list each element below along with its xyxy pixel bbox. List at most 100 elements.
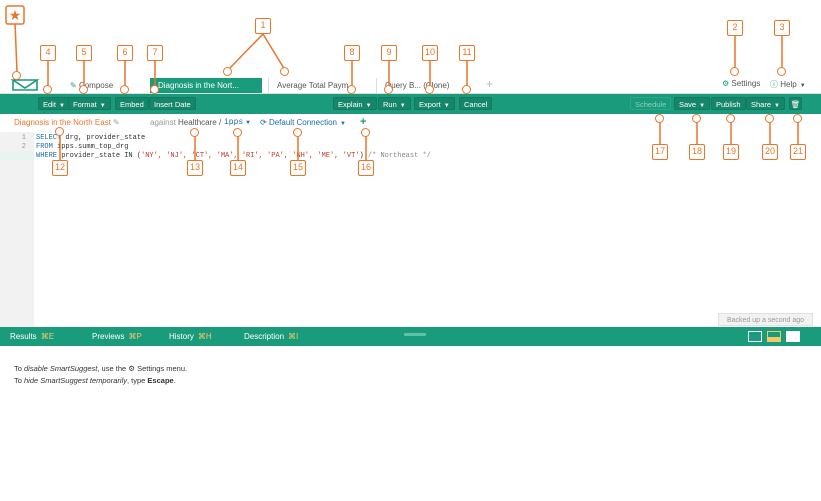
chevron-down-icon: ▼ xyxy=(339,121,346,127)
callout-2: 2 xyxy=(727,20,743,36)
export-button[interactable]: Export▼ xyxy=(414,97,455,110)
info-icon: ⓘ xyxy=(770,80,778,89)
save-button[interactable]: Save▼ xyxy=(674,97,711,110)
callout-19: 19 xyxy=(723,144,739,160)
line-number-gutter: 1 2 3 xyxy=(0,132,34,327)
code-line[interactable]: SELECT drg, provider_state xyxy=(36,134,146,142)
callout-18: 18 xyxy=(689,144,705,160)
callout-dot xyxy=(425,85,434,94)
chevron-down-icon: ▼ xyxy=(399,103,406,109)
callout-4: 4 xyxy=(40,45,56,61)
delete-button[interactable]: 🗑 xyxy=(789,97,802,110)
schema-selector[interactable]: ipps▼ xyxy=(224,118,250,127)
results-bar xyxy=(0,327,821,346)
callout-dot xyxy=(777,67,786,76)
star-icon: ★ xyxy=(5,5,25,25)
editor-header xyxy=(0,114,821,132)
code-line[interactable]: WHERE provider_state IN ('NY', 'NJ', 'CT… xyxy=(36,152,431,160)
callout-11: 11 xyxy=(459,45,475,61)
callout-dot xyxy=(293,128,302,137)
trash-icon: 🗑 xyxy=(790,100,801,109)
format-button[interactable]: Format▼ xyxy=(68,97,111,110)
tab-description[interactable]: Description⌘I xyxy=(244,332,299,341)
mode-logo-icon[interactable] xyxy=(10,77,40,93)
explain-button[interactable]: Explain▼ xyxy=(333,97,377,110)
callout-dot xyxy=(347,85,356,94)
svg-text:★: ★ xyxy=(9,8,22,24)
publish-button[interactable]: Publish xyxy=(711,97,746,110)
chevron-down-icon: ▼ xyxy=(799,83,806,89)
callout-dot xyxy=(43,85,52,94)
connection-selector[interactable]: ⟳ Default Connection▼ xyxy=(260,118,346,127)
chevron-down-icon: ▼ xyxy=(246,119,250,126)
callout-5: 5 xyxy=(76,45,92,61)
chevron-down-icon: ▼ xyxy=(99,103,106,109)
pencil-icon[interactable]: ✎ xyxy=(112,118,120,127)
callout-dot xyxy=(223,67,232,76)
line-number: 2 xyxy=(21,143,26,151)
callout-dot xyxy=(280,67,289,76)
callout-10: 10 xyxy=(422,45,438,61)
callout-16: 16 xyxy=(358,160,374,176)
tab-history[interactable]: History⌘H xyxy=(169,332,212,341)
callout-13: 13 xyxy=(187,160,203,176)
callout-dot xyxy=(190,128,199,137)
smartsuggest-note: To disable SmartSuggest, use the ⚙ Setti… xyxy=(14,364,188,373)
database-selector[interactable]: against Healthcare / xyxy=(150,118,222,127)
code-line[interactable]: FROM ipps.summ_top_drg xyxy=(36,143,129,151)
cancel-button[interactable]: Cancel xyxy=(459,97,493,110)
callout-12: 12 xyxy=(52,160,68,176)
callout-7: 7 xyxy=(147,45,163,61)
embed-button[interactable]: Embed xyxy=(115,97,149,110)
line-number: 1 xyxy=(21,134,26,142)
tab-previews[interactable]: Previews⌘P xyxy=(92,332,142,341)
pencil-icon: ✎ xyxy=(70,81,79,90)
callout-dot xyxy=(361,128,370,137)
query-title[interactable]: Diagnosis in the North East✎ xyxy=(14,118,120,127)
layout-icon[interactable] xyxy=(767,331,781,342)
add-connection-icon[interactable]: + xyxy=(360,116,367,128)
callout-20: 20 xyxy=(762,144,778,160)
callout-21: 21 xyxy=(790,144,806,160)
tab-query-clone[interactable]: Query B... (Clone) xyxy=(376,78,480,93)
insert-date-button[interactable]: Insert Date xyxy=(149,97,196,110)
layout-icon[interactable] xyxy=(748,331,762,342)
callout-dot xyxy=(12,71,21,80)
callout-dot xyxy=(79,85,88,94)
run-button[interactable]: Run▼ xyxy=(378,97,411,110)
callout-dot xyxy=(462,85,471,94)
resize-handle[interactable] xyxy=(404,333,426,336)
callout-dot xyxy=(692,114,701,123)
callout-1: 1 xyxy=(255,18,271,34)
callout-dot xyxy=(233,128,242,137)
callout-dot xyxy=(730,67,739,76)
callout-dot xyxy=(765,114,774,123)
chevron-down-icon: ▼ xyxy=(774,103,780,109)
callout-dot xyxy=(384,85,393,94)
sql-editor[interactable]: SELECT drg, provider_state FROM ipps.sum… xyxy=(34,132,821,327)
chevron-down-icon: ▼ xyxy=(699,103,706,109)
layout-icon[interactable] xyxy=(786,331,800,342)
callout-9: 9 xyxy=(381,45,397,61)
callout-8: 8 xyxy=(344,45,360,61)
callout-6: 6 xyxy=(117,45,133,61)
callout-dot xyxy=(655,114,664,123)
settings-link[interactable]: ⚙ Settings xyxy=(722,79,761,88)
callout-dot xyxy=(793,114,802,123)
tab-compose[interactable]: ✎ Compose xyxy=(70,81,114,90)
tab-results[interactable]: Results⌘E xyxy=(10,332,55,341)
refresh-icon: ⟳ xyxy=(260,118,267,127)
callout-14: 14 xyxy=(230,160,246,176)
share-button[interactable]: Share▼ xyxy=(746,97,785,110)
tab-average-total-payments[interactable]: Average Total Paym... xyxy=(268,78,372,93)
smartsuggest-note: To hide SmartSuggest temporarily, type E… xyxy=(14,376,176,385)
gear-icon: ⚙ xyxy=(128,364,135,373)
help-link[interactable]: ⓘ Help▼ xyxy=(770,80,806,89)
chevron-down-icon: ▼ xyxy=(443,103,450,109)
add-tab-icon[interactable]: + xyxy=(486,77,494,91)
callout-dot xyxy=(55,127,64,136)
schedule-button[interactable]: Schedule xyxy=(630,97,672,110)
tab-diagnosis[interactable]: Diagnosis in the Nort... xyxy=(150,78,262,93)
callout-dot xyxy=(120,85,129,94)
